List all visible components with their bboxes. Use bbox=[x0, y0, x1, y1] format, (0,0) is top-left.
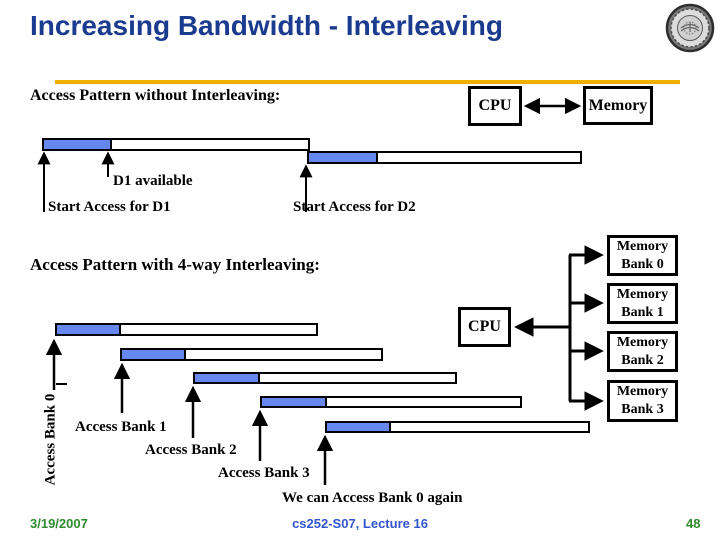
bank0-access-segment bbox=[57, 325, 121, 334]
bank3-timeline-bar bbox=[260, 396, 522, 408]
memory-bank-3-line1: Memory bbox=[616, 384, 669, 399]
cpu-box-1-label: CPU bbox=[478, 97, 512, 114]
footer-page-number: 48 bbox=[686, 516, 701, 531]
footer-date: 3/19/2007 bbox=[30, 516, 88, 531]
section1-heading: Access Pattern without Interleaving: bbox=[30, 87, 281, 104]
bank0-again-access-segment bbox=[327, 423, 391, 431]
memory-box: Memory bbox=[583, 86, 653, 125]
cpu-box-2: CPU bbox=[458, 307, 511, 347]
label-start-access-d1: Start Access for D1 bbox=[48, 199, 171, 215]
memory-bank-3-box: Memory Bank 3 bbox=[607, 380, 678, 422]
university-seal-icon bbox=[665, 3, 715, 53]
label-d1-available: D1 available bbox=[113, 173, 193, 189]
cpu-box-2-label: CPU bbox=[468, 318, 501, 335]
bank1-timeline-bar bbox=[120, 348, 383, 361]
bank3-access-segment bbox=[262, 398, 327, 406]
memory-bank-0-line2: Bank 0 bbox=[621, 256, 664, 272]
label-start-access-d2: Start Access for D2 bbox=[293, 199, 416, 215]
timeline-bar-d2 bbox=[307, 151, 582, 164]
memory-bank-2-line2: Bank 2 bbox=[621, 352, 664, 368]
timeline-bar-d2-access-segment bbox=[309, 153, 378, 162]
page-title: Increasing Bandwidth - Interleaving bbox=[30, 10, 503, 41]
label-access-bank-2: Access Bank 2 bbox=[145, 442, 237, 458]
memory-bank-1-line2: Bank 1 bbox=[621, 304, 664, 320]
memory-bank-2-line1: Memory bbox=[616, 334, 669, 350]
memory-bank-2-box: Memory Bank 2 bbox=[607, 331, 678, 372]
title-divider bbox=[55, 80, 680, 84]
bank2-access-segment bbox=[195, 374, 260, 382]
bank0-again-timeline-bar bbox=[325, 421, 590, 433]
cpu-box-1: CPU bbox=[468, 86, 522, 126]
memory-bank-1-box: Memory Bank 1 bbox=[607, 283, 678, 324]
memory-bank-3-line2: Bank 3 bbox=[621, 402, 664, 417]
label-access-bank-0: Access Bank 0 bbox=[42, 393, 59, 486]
label-access-bank-1: Access Bank 1 bbox=[75, 419, 167, 435]
memory-bank-1-line1: Memory bbox=[616, 286, 669, 302]
label-bank0-again: We can Access Bank 0 again bbox=[282, 490, 463, 506]
memory-bank-0-line1: Memory bbox=[616, 238, 669, 254]
section2-heading: Access Pattern with 4-way Interleaving: bbox=[30, 255, 320, 274]
footer-course: cs252-S07, Lecture 16 bbox=[292, 516, 428, 531]
memory-bank-0-box: Memory Bank 0 bbox=[607, 235, 678, 276]
memory-box-label: Memory bbox=[588, 96, 648, 114]
timeline-bar-d1-access-segment bbox=[44, 140, 112, 149]
bank1-access-segment bbox=[122, 350, 186, 359]
bank0-timeline-bar bbox=[55, 323, 318, 336]
bank2-timeline-bar bbox=[193, 372, 457, 384]
timeline-bar-d1 bbox=[42, 138, 310, 151]
label-access-bank-3: Access Bank 3 bbox=[218, 465, 310, 481]
